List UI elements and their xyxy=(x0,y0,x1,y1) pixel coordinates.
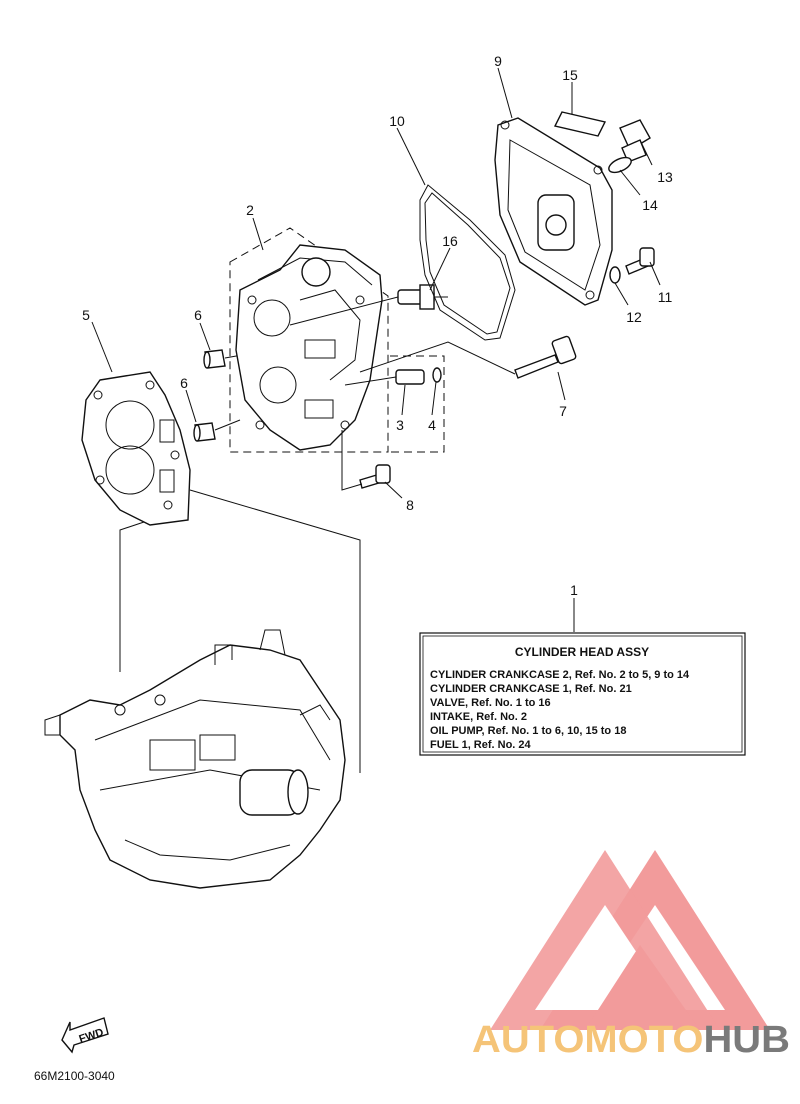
assy-box-line-5: OIL PUMP, Ref. No. 1 to 6, 10, 15 to 18 xyxy=(430,725,626,737)
callout-16: 16 xyxy=(442,233,458,249)
block-leaders xyxy=(119,489,361,773)
thermostat-parts xyxy=(344,367,442,386)
callout-6b: 6 xyxy=(180,375,188,391)
head-cover xyxy=(494,117,613,306)
cylinder-head-gasket xyxy=(81,371,191,526)
watermark-part2: HUB xyxy=(703,1019,790,1061)
assy-box-line-4: INTAKE, Ref. No. 2 xyxy=(430,711,527,723)
fwd-arrow: FWD xyxy=(61,1017,109,1054)
callout-2: 2 xyxy=(246,202,254,218)
cylinder-block xyxy=(44,629,346,889)
assy-info-box: CYLINDER HEAD ASSY CYLINDER CRANKCASE 2,… xyxy=(419,632,746,756)
callout-12: 12 xyxy=(626,309,642,325)
callout-11: 11 xyxy=(658,289,673,305)
callout-numbers: 1 2 3 4 5 6 6 7 8 9 10 11 12 13 14 15 16 xyxy=(82,53,673,598)
cover-bolt xyxy=(609,247,655,284)
callout-7: 7 xyxy=(559,403,567,419)
spark-plug xyxy=(289,284,448,326)
cover-gasket xyxy=(419,184,516,341)
assy-box-line-1: CYLINDER CRANKCASE 2, Ref. No. 2 to 5, 9… xyxy=(430,669,690,681)
callout-14: 14 xyxy=(642,197,658,213)
cylinder-head xyxy=(229,227,389,453)
callout-13: 13 xyxy=(657,169,673,185)
callout-15: 15 xyxy=(562,67,578,83)
assy-box-line-6: FUEL 1, Ref. No. 24 xyxy=(430,739,532,751)
assy-box-title: CYLINDER HEAD ASSY xyxy=(515,645,649,659)
label-plate xyxy=(553,111,607,137)
callout-8: 8 xyxy=(406,497,414,513)
dowel-pins xyxy=(193,349,243,442)
dashed-group-3-4 xyxy=(390,355,445,453)
callout-10: 10 xyxy=(389,113,405,129)
assy-box-line-3: VALVE, Ref. No. 1 to 16 xyxy=(430,697,551,709)
callout-leaders xyxy=(91,67,661,632)
callout-3: 3 xyxy=(396,417,404,433)
drawing-code: 66M2100-3040 xyxy=(34,1069,115,1083)
oil-filler-cap xyxy=(608,119,651,174)
assy-box-line-2: CYLINDER CRANKCASE 1, Ref. No. 21 xyxy=(430,683,632,695)
callout-4: 4 xyxy=(428,417,436,433)
callout-1: 1 xyxy=(570,582,578,598)
callout-6a: 6 xyxy=(194,307,202,323)
long-bolt xyxy=(359,335,577,379)
short-bolt xyxy=(341,430,391,491)
callout-9: 9 xyxy=(494,53,502,69)
callout-5: 5 xyxy=(82,307,90,323)
watermark-logo xyxy=(490,850,770,1030)
watermark-part1: AUTOMOTO xyxy=(472,1019,703,1061)
